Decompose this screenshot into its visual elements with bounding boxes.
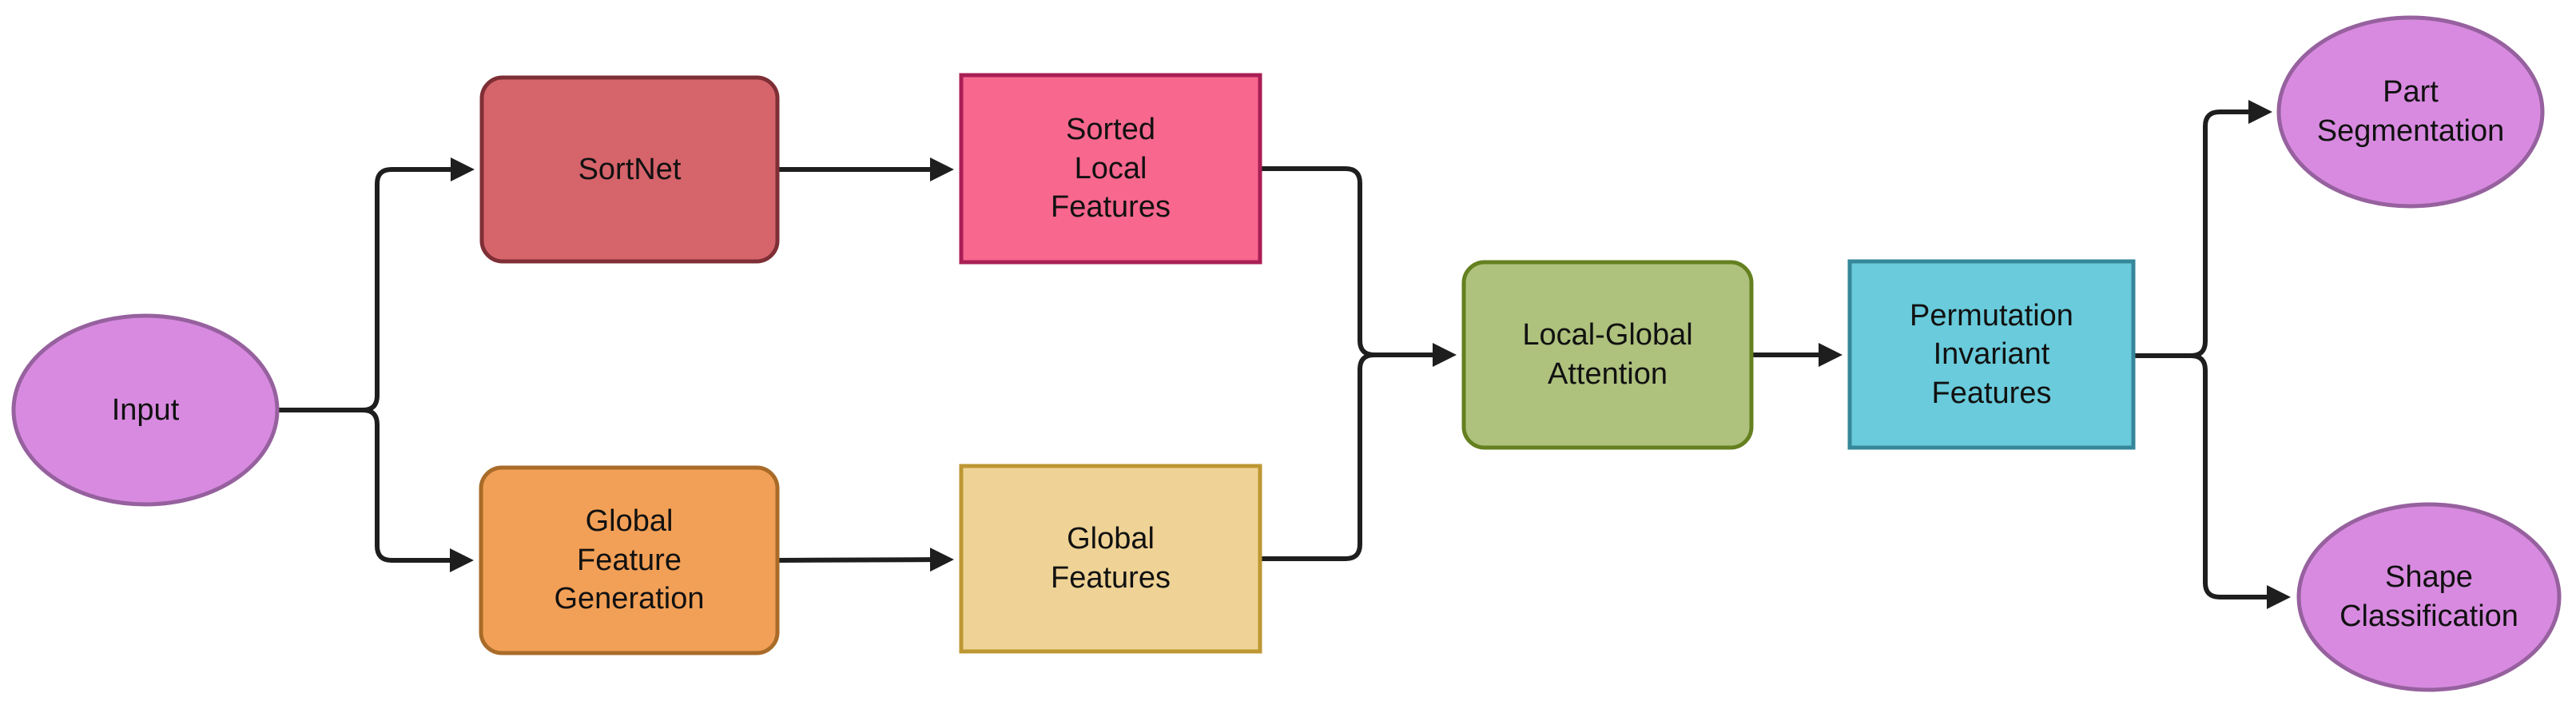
node-shape-classification-shape [2296,502,2562,692]
node-global-feature-generation-shape [479,465,780,655]
node-local-global-attention-shape [1461,260,1754,450]
node-sorted-local-features-shape [959,73,1262,265]
edge-sorted-local-features-to-local-global-attention [1260,166,1457,367]
edge-permutation-invariant-features-to-part-segmentation [2133,100,2272,358]
edge-input-to-global-feature-generation [362,408,474,572]
node-part-segmentation-shape [2276,15,2545,209]
node-global-features-shape [959,464,1262,654]
edge-global-features-to-local-global-attention [1260,352,1375,561]
node-sortnet-shape [479,75,780,264]
edge-permutation-invariant-features-to-shape-classification [2190,353,2291,609]
edge-input-to-sortnet [277,157,475,412]
node-input-shape [11,313,280,507]
node-permutation-invariant-features-shape [1847,259,2136,450]
